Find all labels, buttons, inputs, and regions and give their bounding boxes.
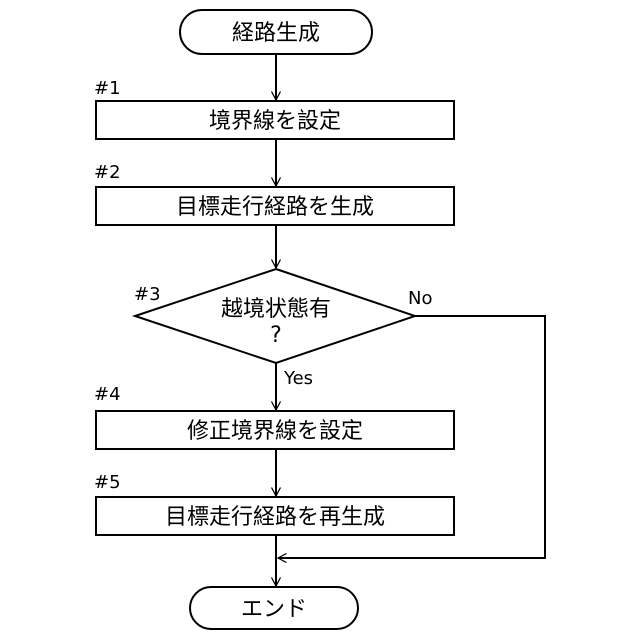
end-terminal: エンド: [190, 587, 358, 629]
step-1-label: 境界線を設定: [209, 109, 341, 134]
step-5-label: 目標走行経路を再生成: [165, 505, 385, 530]
step-1-number: #1: [94, 78, 121, 99]
step-5: #5 目標走行経路を再生成: [94, 472, 454, 535]
step-4-number: #4: [94, 384, 121, 405]
step-2: #2 目標走行経路を生成: [94, 162, 454, 225]
branch-yes-label: Yes: [283, 368, 313, 389]
step-3-decision: #3 越境状態有 ? No Yes: [134, 269, 432, 389]
step-4-label: 修正境界線を設定: [187, 419, 363, 444]
step-5-number: #5: [94, 472, 121, 493]
step-2-number: #2: [94, 162, 121, 183]
start-terminal: 経路生成: [180, 10, 372, 54]
end-label: エンド: [241, 597, 307, 622]
step-4: #4 修正境界線を設定: [94, 384, 454, 449]
step-1: #1 境界線を設定: [94, 78, 454, 139]
step-2-label: 目標走行経路を生成: [176, 195, 374, 220]
branch-no-label: No: [408, 288, 432, 309]
decision-label: 越境状態有: [221, 297, 331, 322]
step-3-number: #3: [134, 284, 161, 305]
start-label: 経路生成: [232, 21, 320, 46]
decision-question-mark: ?: [270, 323, 282, 348]
